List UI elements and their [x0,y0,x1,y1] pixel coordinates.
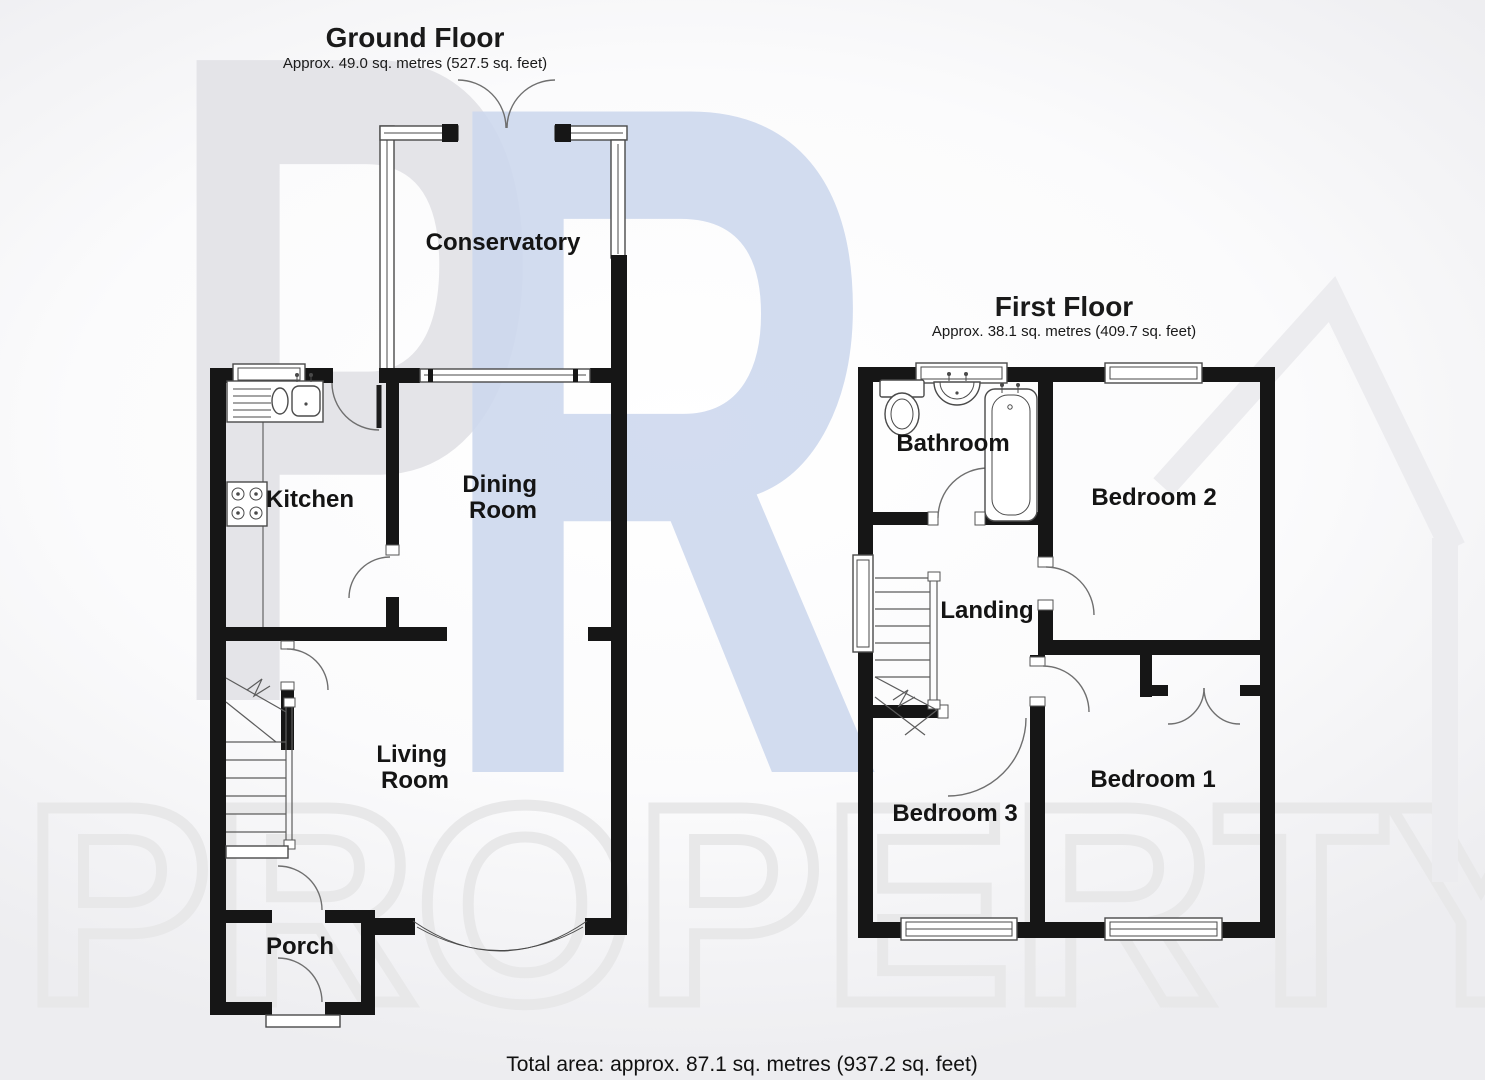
basin-icon [933,372,981,406]
room-label-bedroom3: Bedroom 3 [892,800,1017,827]
first-floor-plan: Bathroom Bedroom 2 Landing Bedroom 3 Bed… [852,362,1275,941]
porch-outer-door [265,957,341,1028]
watermark-letter-r: R [430,0,888,976]
first-floor-walls [858,367,1275,938]
room-label-landing: Landing [940,597,1033,624]
room-label-dining-room: Dining Room [462,471,543,524]
bedroom1-window [1104,917,1223,941]
room-label-bathroom: Bathroom [896,430,1009,457]
toilet-icon [879,379,925,436]
ground-floor-stairs [225,677,296,859]
first-floor-title: First Floor [995,291,1134,322]
room-label-living-room: Living Room [376,741,453,794]
bedroom1-door [1029,656,1090,713]
dining-label-line2: Room [469,497,537,524]
first-floor-stairs [874,571,941,736]
ground-floor-title: Ground Floor [326,22,505,53]
room-label-porch: Porch [266,933,334,960]
ground-floor-plan: Conservatory Kitchen Dining Room Living … [210,79,628,1028]
kitchen-to-dining-door [348,544,400,599]
living-label-line2: Room [381,767,449,794]
porch-inner-door [277,865,323,911]
bathroom-door [927,467,989,526]
hob-icon [226,481,268,527]
ground-floor-area: Approx. 49.0 sq. metres (527.5 sq. feet) [283,55,547,72]
dining-label-line1: Dining [462,471,537,498]
conservatory-to-kitchen-door [331,382,382,431]
living-label-line1: Living [376,741,447,768]
conservatory-french-doors [457,79,556,129]
hall-to-living-door [280,640,329,691]
bedroom2-window [1104,362,1203,384]
landing-window [852,554,874,653]
room-label-bedroom1: Bedroom 1 [1090,766,1215,793]
room-label-bedroom2: Bedroom 2 [1091,484,1216,511]
total-area-label: Total area: approx. 87.1 sq. metres (937… [506,1053,978,1076]
bedroom3-door [937,704,1027,797]
bathroom-window [915,362,1008,384]
room-label-kitchen: Kitchen [266,486,354,513]
first-floor-area: Approx. 38.1 sq. metres (409.7 sq. feet) [932,323,1196,340]
bow-window [412,920,588,952]
room-label-conservatory: Conservatory [426,229,581,256]
dining-room-window [419,368,591,383]
bedroom2-door [1037,556,1095,616]
ground-floor-walls [210,255,627,1015]
house-outline-icon [1153,275,1465,882]
bedroom3-window [900,917,1018,941]
bedroom1-closet-doors [1167,687,1241,725]
titles: Ground Floor Approx. 49.0 sq. metres (52… [283,22,1196,1076]
sink-icon [226,373,324,423]
bath-icon [984,383,1038,522]
